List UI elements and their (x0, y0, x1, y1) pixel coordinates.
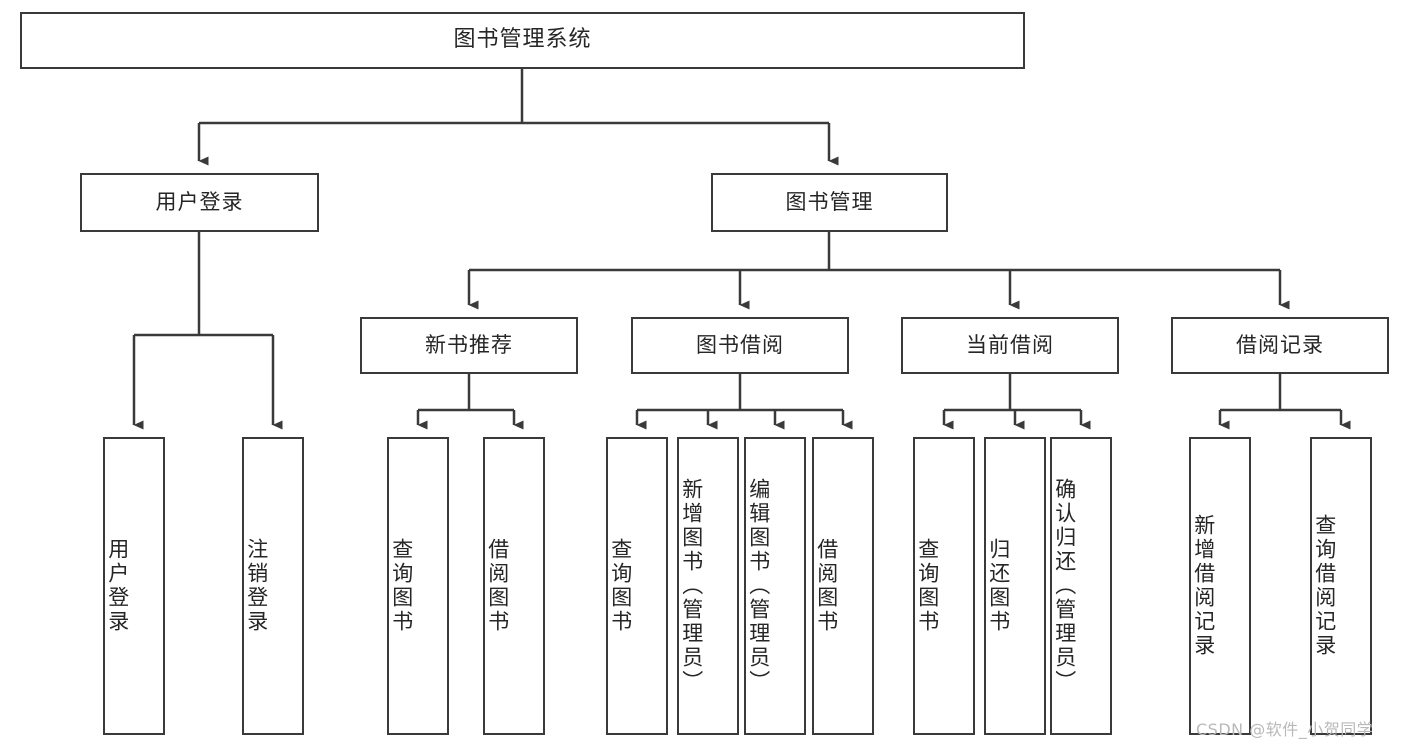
node-leaf-query-record[interactable]: 查询借阅记录 (1310, 437, 1372, 735)
node-current-borrow-label: 当前借阅 (966, 332, 1054, 357)
node-leaf-query-record-label: 查询借阅记录 (1312, 514, 1337, 658)
node-new-book-rec[interactable]: 新书推荐 (360, 317, 578, 374)
node-leaf-query-book-1-label: 查询图书 (389, 538, 414, 634)
node-leaf-user-logout-label: 注销登录 (244, 538, 269, 634)
node-leaf-add-book-label: 新增图书（管理员） (679, 478, 704, 694)
csdn-watermark: CSDN @软件_小贺同学 (1196, 720, 1374, 739)
node-leaf-edit-book-label: 编辑图书（管理员） (746, 478, 771, 694)
node-new-book-rec-label: 新书推荐 (425, 332, 513, 357)
node-leaf-borrow-book-2[interactable]: 借阅图书 (812, 437, 874, 735)
node-leaf-query-book-3-label: 查询图书 (915, 538, 940, 634)
node-leaf-query-book-2-label: 查询图书 (608, 538, 633, 634)
node-leaf-return-book-label: 归还图书 (986, 538, 1011, 634)
node-book-manage[interactable]: 图书管理 (711, 173, 948, 232)
node-current-borrow[interactable]: 当前借阅 (901, 317, 1119, 374)
node-leaf-user-login-label: 用户登录 (105, 538, 130, 634)
node-leaf-borrow-book-2-label: 借阅图书 (814, 538, 839, 634)
node-user-login-label: 用户登录 (155, 189, 244, 214)
node-leaf-borrow-book-1-label: 借阅图书 (485, 538, 510, 634)
node-leaf-return-book[interactable]: 归还图书 (984, 437, 1046, 735)
node-leaf-add-record-label: 新增借阅记录 (1191, 514, 1216, 658)
node-root-label: 图书管理系统 (453, 27, 592, 53)
node-root[interactable]: 图书管理系统 (20, 12, 1025, 69)
node-borrow-record-label: 借阅记录 (1236, 332, 1324, 357)
node-leaf-borrow-book-1[interactable]: 借阅图书 (483, 437, 545, 735)
node-leaf-query-book-3[interactable]: 查询图书 (913, 437, 975, 735)
node-leaf-add-book[interactable]: 新增图书（管理员） (677, 437, 739, 735)
node-book-borrow-label: 图书借阅 (696, 332, 784, 357)
node-user-login[interactable]: 用户登录 (80, 173, 319, 232)
node-leaf-user-logout[interactable]: 注销登录 (242, 437, 304, 735)
node-leaf-edit-book[interactable]: 编辑图书（管理员） (744, 437, 806, 735)
node-book-manage-label: 图书管理 (785, 189, 874, 214)
node-borrow-record[interactable]: 借阅记录 (1171, 317, 1389, 374)
node-leaf-confirm-return-label: 确认归还（管理员） (1052, 478, 1077, 694)
node-leaf-query-book-1[interactable]: 查询图书 (387, 437, 449, 735)
node-book-borrow[interactable]: 图书借阅 (631, 317, 849, 374)
node-leaf-query-book-2[interactable]: 查询图书 (606, 437, 668, 735)
node-leaf-user-login[interactable]: 用户登录 (103, 437, 165, 735)
node-leaf-confirm-return[interactable]: 确认归还（管理员） (1050, 437, 1112, 735)
node-leaf-add-record[interactable]: 新增借阅记录 (1189, 437, 1251, 735)
